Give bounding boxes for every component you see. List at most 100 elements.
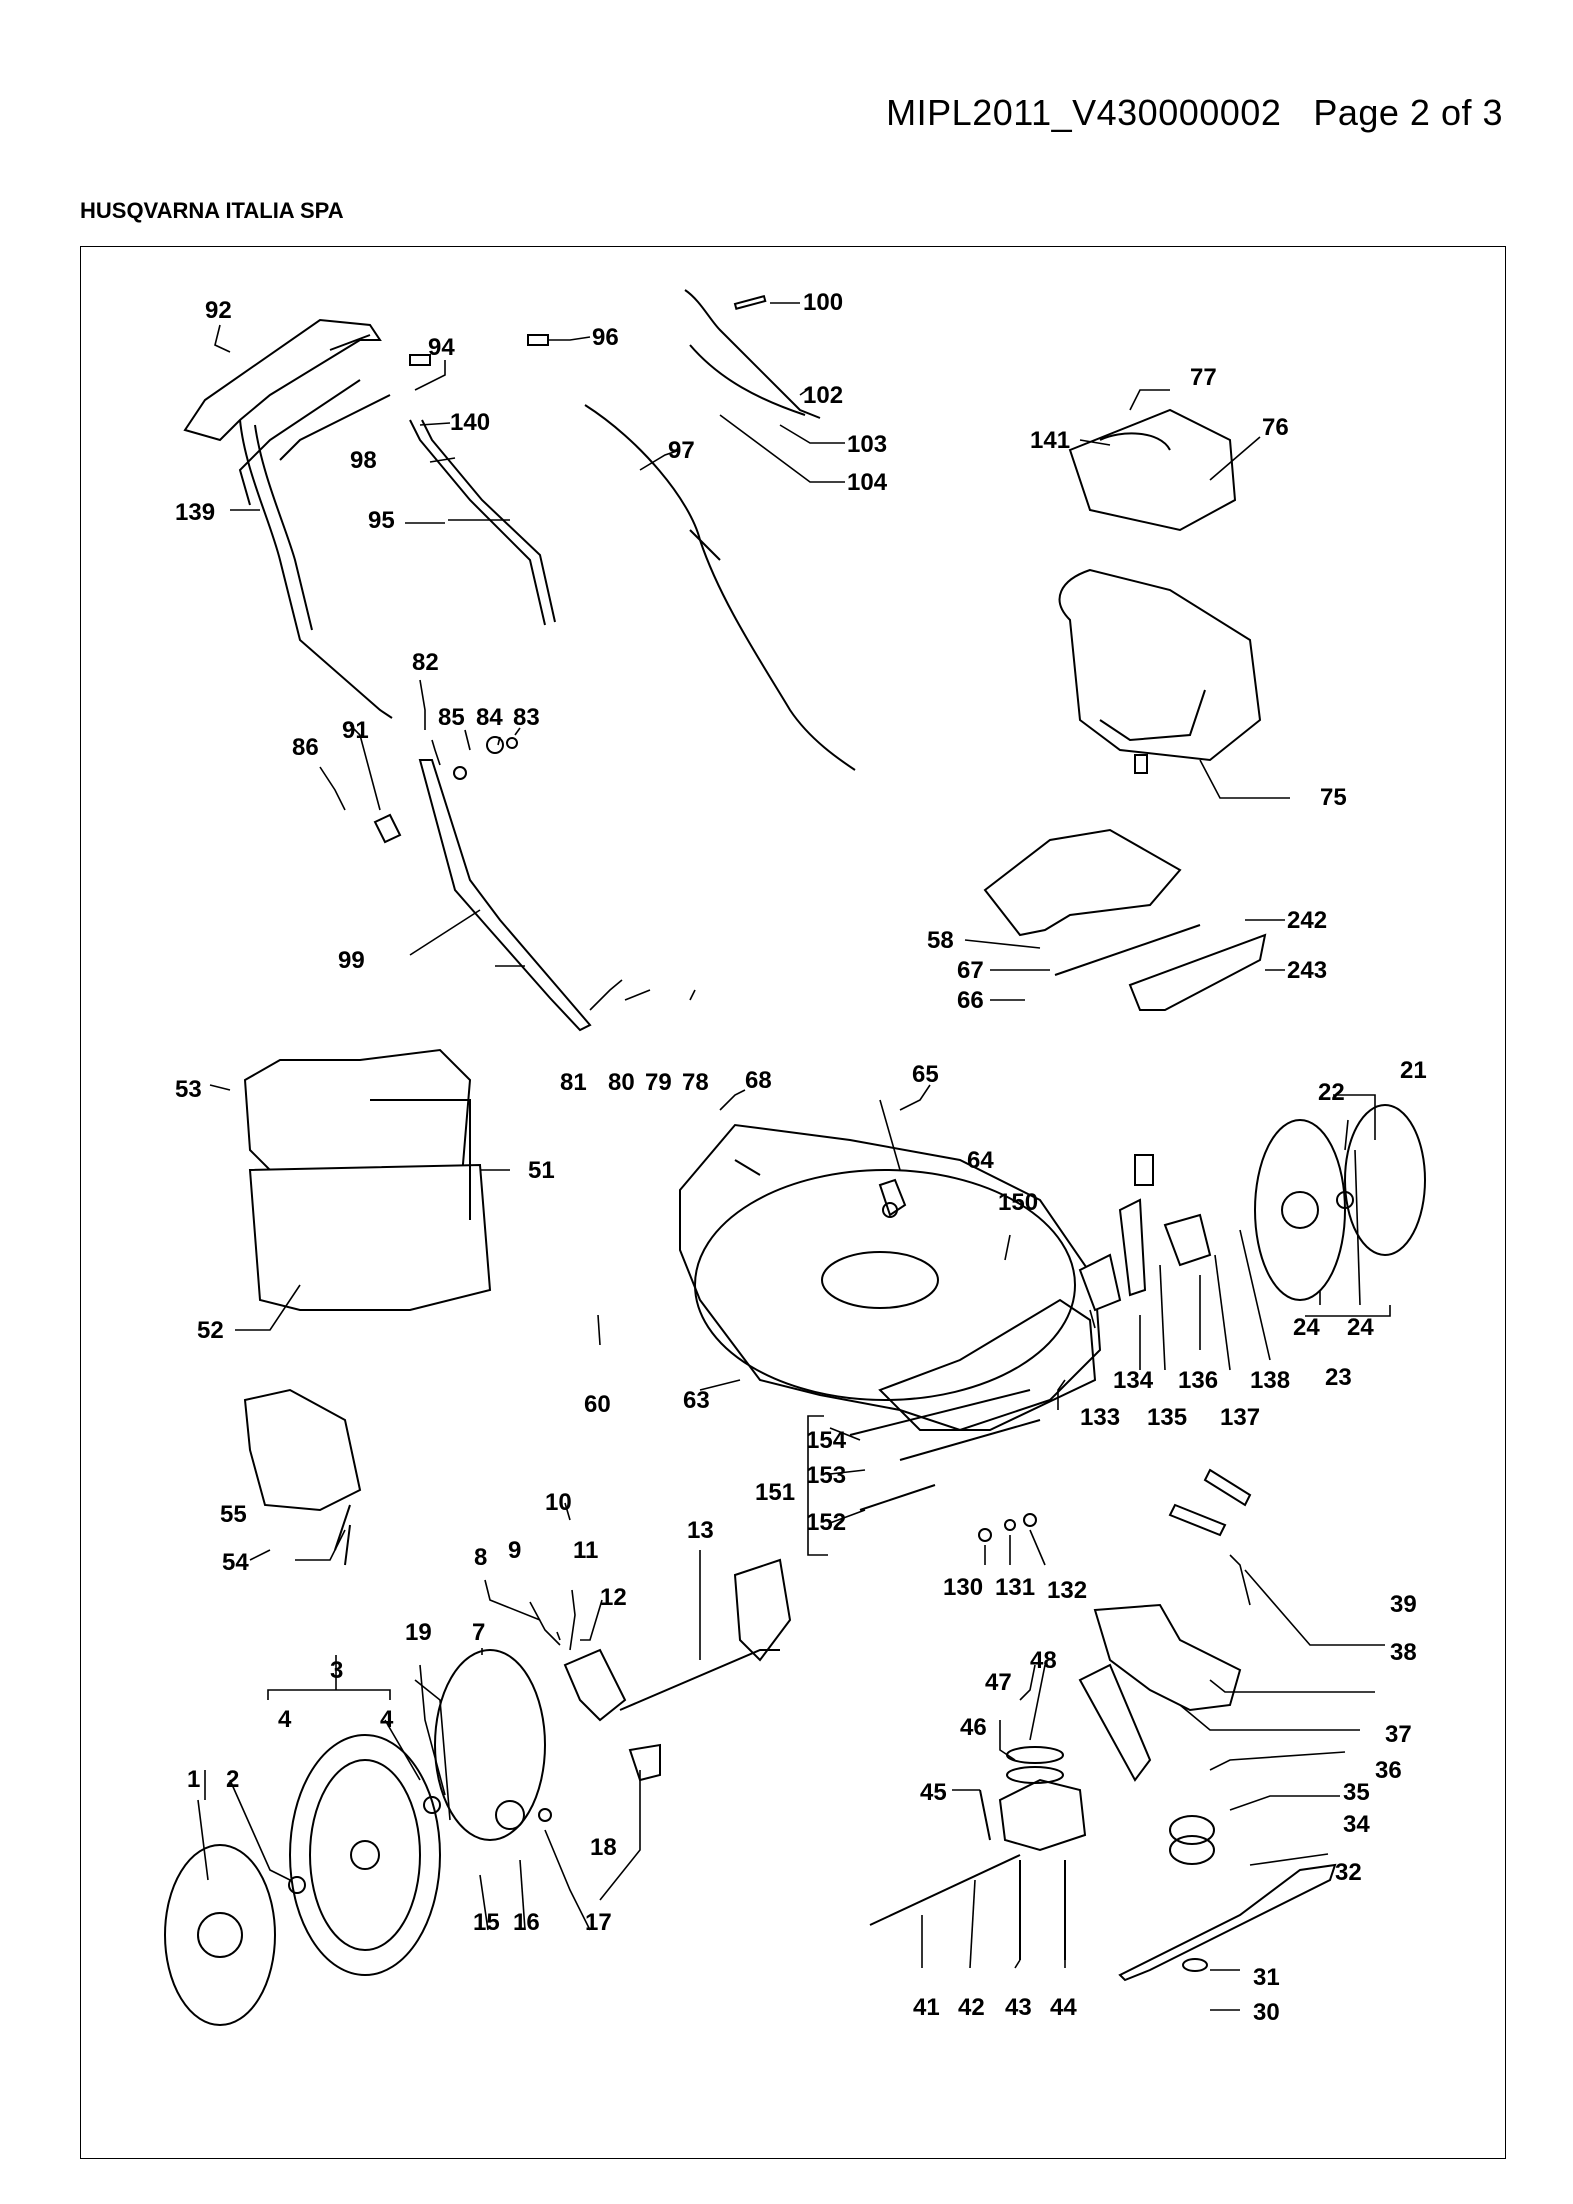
- callout-99: 99: [338, 947, 365, 974]
- callout-80: 80: [608, 1069, 635, 1096]
- mulch-plug: [243, 1388, 362, 1566]
- callout-35: 35: [1343, 1779, 1370, 1806]
- callout-243: 243: [1287, 957, 1327, 984]
- callout-54: 54: [222, 1549, 249, 1576]
- callout-138: 138: [1250, 1367, 1290, 1394]
- diagram-frame: [80, 246, 1506, 2159]
- callout-95: 95: [368, 507, 395, 534]
- callout-96: 96: [592, 324, 619, 351]
- front-wheel: [164, 1734, 441, 2026]
- callout-58: 58: [927, 927, 954, 954]
- callout-44: 44: [1050, 1994, 1077, 2021]
- callout-3: 3: [330, 1657, 343, 1684]
- callout-1: 1: [187, 1766, 200, 1793]
- callout-141: 141: [1030, 427, 1070, 454]
- callout-32: 32: [1335, 1859, 1362, 1886]
- callout-153: 153: [806, 1462, 846, 1489]
- callout-53: 53: [175, 1076, 202, 1103]
- callout-242: 242: [1287, 907, 1327, 934]
- callout-131: 131: [995, 1574, 1035, 1601]
- drive-disc: [434, 1558, 792, 1841]
- callout-136: 136: [1178, 1367, 1218, 1394]
- engine: [1058, 408, 1262, 774]
- callout-63: 63: [683, 1387, 710, 1414]
- callout-21: 21: [1400, 1057, 1427, 1084]
- callout-150: 150: [998, 1189, 1038, 1216]
- callout-66: 66: [957, 987, 984, 1014]
- callout-46: 46: [960, 1714, 987, 1741]
- callout-24a: 24: [1293, 1314, 1320, 1341]
- control-cables: [584, 289, 856, 771]
- callout-12: 12: [600, 1584, 627, 1611]
- callout-135: 135: [1147, 1404, 1187, 1431]
- callout-132: 132: [1047, 1577, 1087, 1604]
- callout-17: 17: [585, 1909, 612, 1936]
- callout-98: 98: [350, 447, 377, 474]
- callout-134: 134: [1113, 1367, 1154, 1394]
- callout-77: 77: [1190, 364, 1217, 391]
- leader-lines: [197, 302, 1391, 2011]
- callout-34: 34: [1343, 1811, 1370, 1838]
- handle-upper: [183, 318, 556, 719]
- callout-16: 16: [513, 1909, 540, 1936]
- callout-4b: 4: [380, 1706, 394, 1733]
- callout-84: 84: [476, 704, 503, 731]
- callout-18: 18: [590, 1834, 617, 1861]
- small-hardware: [334, 294, 1041, 1551]
- callout-151: 151: [755, 1479, 795, 1506]
- callout-154: 154: [806, 1427, 847, 1454]
- callout-31: 31: [1253, 1964, 1280, 1991]
- callout-37: 37: [1385, 1721, 1412, 1748]
- callout-7: 7: [472, 1619, 485, 1646]
- callout-11: 11: [573, 1537, 598, 1564]
- page-label: Page 2 of 3: [1313, 92, 1503, 133]
- callout-92: 92: [205, 297, 232, 324]
- callout-102: 102: [803, 382, 843, 409]
- callout-81: 81: [560, 1069, 587, 1096]
- handle-lower: [373, 736, 592, 1032]
- callout-85: 85: [438, 704, 465, 731]
- rear-flap: [983, 828, 1267, 1011]
- callout-41: 41: [913, 1994, 940, 2021]
- callout-91: 91: [342, 717, 369, 744]
- callout-79: 79: [645, 1069, 672, 1096]
- callout-152: 152: [806, 1509, 846, 1536]
- blade-assembly: [1093, 1468, 1337, 1982]
- callout-130: 130: [943, 1574, 983, 1601]
- callout-15: 15: [473, 1909, 500, 1936]
- callout-4a: 4: [278, 1706, 292, 1733]
- callout-94: 94: [428, 334, 455, 361]
- callout-97: 97: [668, 437, 695, 464]
- callout-68: 68: [745, 1067, 772, 1094]
- callout-52: 52: [197, 1317, 224, 1344]
- callout-8: 8: [474, 1544, 487, 1571]
- callout-60: 60: [584, 1391, 611, 1418]
- callout-51: 51: [528, 1157, 555, 1184]
- callout-10: 10: [545, 1489, 572, 1516]
- deck: [679, 1123, 1102, 1432]
- callout-67: 67: [957, 957, 984, 984]
- callout-13: 13: [687, 1517, 714, 1544]
- callout-47: 47: [985, 1669, 1012, 1696]
- callout-82: 82: [412, 649, 439, 676]
- callout-45: 45: [920, 1779, 947, 1806]
- callout-86: 86: [292, 734, 319, 761]
- callout-24b: 24: [1347, 1314, 1374, 1341]
- company-name: HUSQVARNA ITALIA SPA: [80, 198, 344, 223]
- doc-code: MIPL2011_V430000002: [886, 92, 1282, 133]
- callout-9: 9: [508, 1537, 521, 1564]
- callout-76: 76: [1262, 414, 1289, 441]
- callout-48: 48: [1030, 1647, 1057, 1674]
- callout-22: 22: [1318, 1079, 1345, 1106]
- callout-2: 2: [226, 1766, 239, 1793]
- callout-64: 64: [967, 1147, 994, 1174]
- callout-137: 137: [1220, 1404, 1260, 1431]
- callout-42: 42: [958, 1994, 985, 2021]
- callout-labels: 92 94 140 98 139 95 96 97 100 102 103 10…: [175, 289, 1427, 2026]
- callout-39: 39: [1390, 1591, 1417, 1618]
- document-reference: MIPL2011_V430000002 Page 2 of 3: [886, 92, 1503, 134]
- callout-65: 65: [912, 1061, 939, 1088]
- height-adjust: [1078, 1154, 1212, 1312]
- callout-43: 43: [1005, 1994, 1032, 2021]
